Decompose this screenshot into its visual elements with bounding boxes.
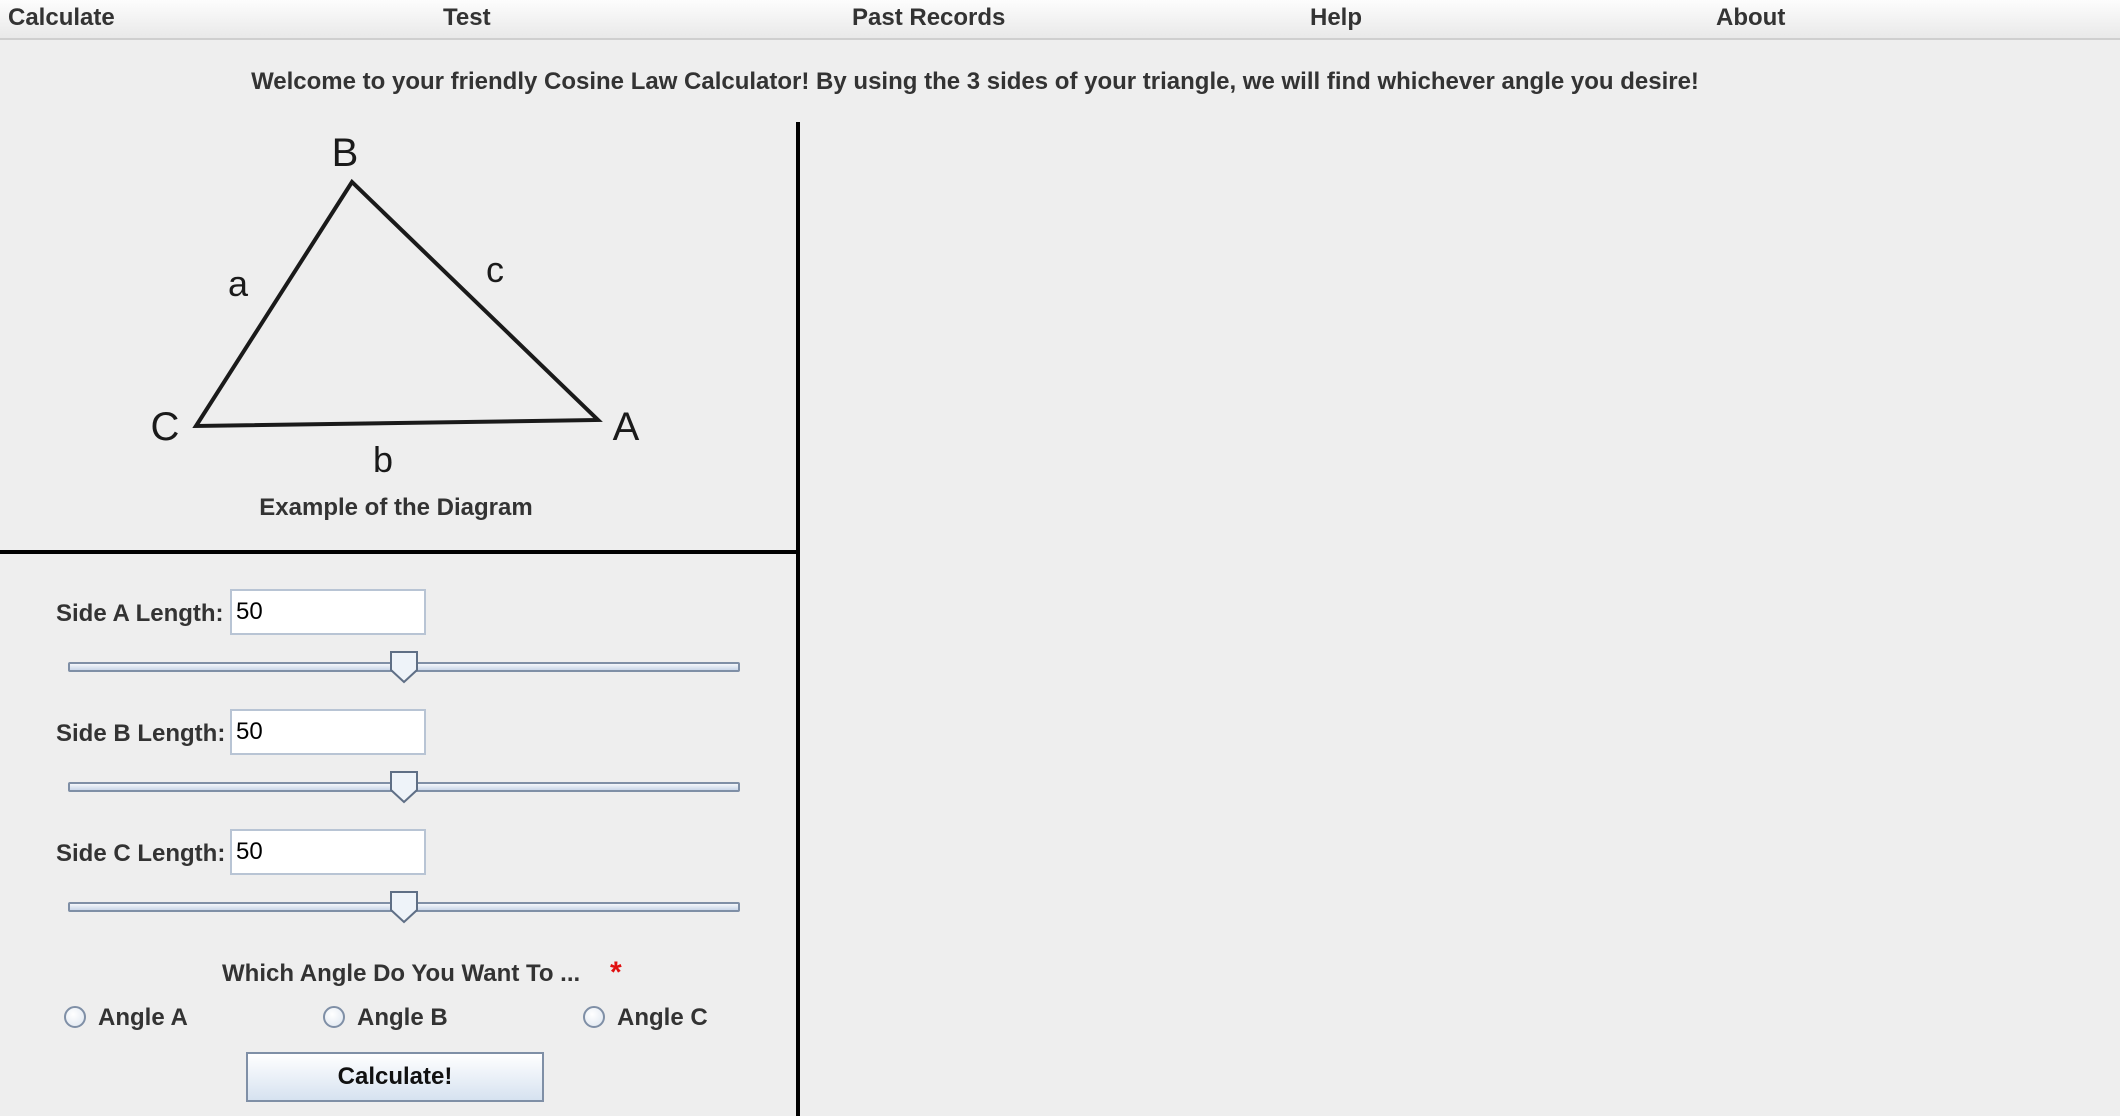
welcome-message: Welcome to your friendly Cosine Law Calc… [251, 68, 1699, 95]
radio-circle[interactable] [583, 1006, 605, 1028]
triangle-diagram: B C A a c b [0, 122, 796, 550]
side-a-input[interactable] [230, 589, 426, 635]
slider-thumb[interactable] [389, 770, 419, 804]
angle-question: Which Angle Do You Want To ... [222, 960, 581, 987]
vertex-label-b: B [332, 131, 359, 175]
menu-bar: Calculate Test Past Records Help About [0, 0, 2120, 40]
radio-circle[interactable] [64, 1006, 86, 1028]
triangle-shape [192, 178, 603, 429]
side-c-slider[interactable] [68, 891, 740, 924]
diagram-caption: Example of the Diagram [259, 494, 533, 521]
radio-circle[interactable] [323, 1006, 345, 1028]
side-b-label: Side B Length: [56, 720, 226, 747]
vertex-label-c: C [151, 405, 180, 449]
radio-label: Angle C [617, 1004, 708, 1031]
side-b-slider[interactable] [68, 771, 740, 804]
slider-thumb[interactable] [389, 650, 419, 684]
side-a-label: Side A Length: [56, 600, 224, 627]
slider-thumb[interactable] [389, 890, 419, 924]
required-marker: * [610, 956, 622, 989]
menu-calculate[interactable]: Calculate [8, 4, 115, 31]
side-label-a: a [228, 263, 249, 304]
side-c-label: Side C Length: [56, 840, 226, 867]
menu-about[interactable]: About [1716, 4, 1786, 31]
side-b-input[interactable] [230, 709, 426, 755]
side-label-c: c [486, 249, 504, 290]
radio-label: Angle B [357, 1004, 448, 1031]
vertical-divider [796, 122, 800, 1116]
side-label-b: b [373, 439, 393, 480]
triangle-diagram-svg: B C A a c b [151, 131, 640, 480]
side-a-slider[interactable] [68, 651, 740, 684]
menu-test[interactable]: Test [443, 4, 491, 31]
vertex-label-a: A [613, 405, 640, 449]
calculate-button[interactable]: Calculate! [246, 1052, 544, 1102]
side-c-input[interactable] [230, 829, 426, 875]
radio-label: Angle A [98, 1004, 188, 1031]
menu-past-records[interactable]: Past Records [852, 4, 1006, 31]
menu-help[interactable]: Help [1310, 4, 1363, 31]
horizontal-divider [0, 550, 800, 554]
